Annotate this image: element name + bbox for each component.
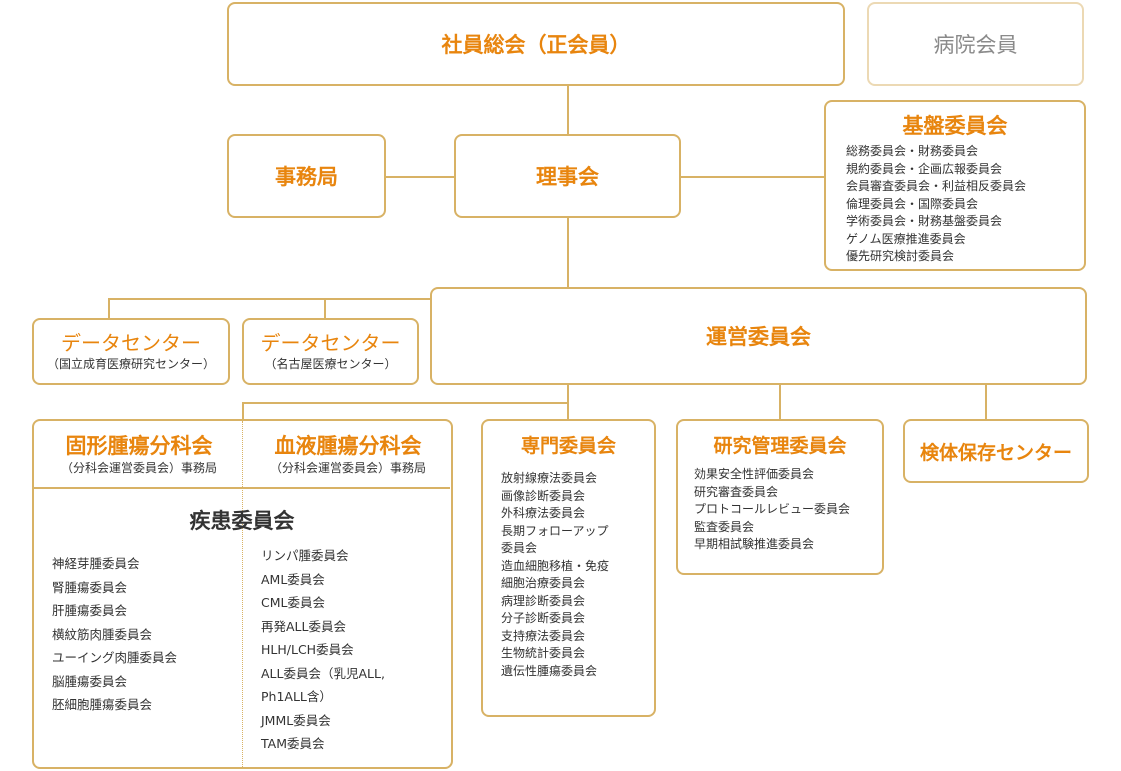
list-item: 横紋筋肉腫委員会 xyxy=(52,626,153,642)
research-management-list: 効果安全性評価委員会 研究審査委員会 プロトコールレビュー委員会 監査委員会 早… xyxy=(694,466,882,554)
foundation-committee-list: 総務委員会・財務委員会 規約委員会・企画広報委員会 会員審査委員会・利益相反委員… xyxy=(846,143,1084,266)
connector-research-vertical xyxy=(779,384,781,419)
list-item: 胚細胞腫瘍委員会 xyxy=(52,697,153,712)
list-item: 委員会 xyxy=(501,541,538,555)
list-item: 規約委員会・企画広報委員会 xyxy=(846,161,1003,176)
solid-tumor-header: 固形腫瘍分科会 （分科会運営委員会）事務局 xyxy=(34,421,244,487)
list-item: 学術委員会・財務基盤委員会 xyxy=(846,214,1003,228)
disease-right-list: リンパ腫委員会 AML委員会 CML委員会 再発ALL委員会 HLH/LCH委員… xyxy=(261,544,385,756)
list-item: 肝腫瘍委員会 xyxy=(52,603,128,618)
secretariat-label: 事務局 xyxy=(275,165,338,189)
list-item: JMML委員会 xyxy=(261,712,331,728)
list-item: 研究審査委員会 xyxy=(694,484,779,499)
connector-secretariat-board xyxy=(384,176,454,178)
list-item: TAM委員会 xyxy=(261,736,325,751)
list-item: ゲノム医療推進委員会 xyxy=(846,231,966,246)
steering-committee-box: 運営委員会 xyxy=(430,287,1087,385)
list-item: 支持療法委員会 xyxy=(501,628,586,643)
disease-dotted-divider xyxy=(242,421,243,767)
list-item: 早期相試験推進委員会 xyxy=(694,537,815,551)
connector-board-foundation xyxy=(681,176,824,178)
board-label: 理事会 xyxy=(536,165,599,189)
list-item: リンパ腫委員会 xyxy=(261,548,349,563)
list-item: 分子診断委員会 xyxy=(501,611,586,625)
steering-committee-label: 運営委員会 xyxy=(706,325,811,349)
connector-steering-down-bar xyxy=(242,402,569,404)
connector-assembly-board xyxy=(567,84,569,134)
specialty-committee-list: 放射線療法委員会 画像診断委員会 外科療法委員会 長期フォローアップ 委員会 造… xyxy=(501,470,654,680)
connector-biobank-vertical xyxy=(985,384,987,419)
list-item: 放射線療法委員会 xyxy=(501,471,598,485)
list-item: 病理診断委員会 xyxy=(501,593,586,608)
data-center-2-sub: （名古屋医療センター） xyxy=(264,357,397,371)
hospital-members-box: 病院会員 xyxy=(867,2,1084,86)
list-item: 生物統計委員会 xyxy=(501,646,586,660)
list-item: 再発ALL委員会 xyxy=(261,618,346,634)
connector-steering-down xyxy=(567,384,569,403)
list-item: 外科療法委員会 xyxy=(501,506,586,520)
data-center-1-title: データセンター xyxy=(61,331,201,355)
hematologic-tumor-sub: （分科会運営委員会）事務局 xyxy=(269,460,426,475)
data-center-2-box: データセンター （名古屋医療センター） xyxy=(242,318,419,385)
list-item: 細胞治療委員会 xyxy=(501,576,586,590)
list-item: 倫理委員会・国際委員会 xyxy=(846,196,979,211)
list-item: 造血細胞移植・免疫 xyxy=(501,558,610,573)
connector-datacenter1-vertical xyxy=(108,298,110,318)
secretariat-box: 事務局 xyxy=(227,134,386,218)
biobank-label: 検体保存センター xyxy=(919,441,1072,464)
subcommittee-box: 固形腫瘍分科会 （分科会運営委員会）事務局 血液腫瘍分科会 （分科会運営委員会）… xyxy=(32,419,453,769)
connector-specialty-vertical xyxy=(567,402,569,419)
connector-disease-vertical xyxy=(242,402,244,419)
foundation-committee-box: 基盤委員会 総務委員会・財務委員会 規約委員会・企画広報委員会 会員審査委員会・… xyxy=(824,100,1086,271)
connector-datacenter2-vertical xyxy=(324,298,326,318)
solid-tumor-title: 固形腫瘍分科会 xyxy=(65,433,213,458)
list-item: 腎腫瘍委員会 xyxy=(52,579,128,595)
research-management-title: 研究管理委員会 xyxy=(713,435,847,457)
solid-tumor-sub: （分科会運営委員会）事務局 xyxy=(60,460,217,475)
list-item: CML委員会 xyxy=(261,595,325,610)
specialty-committee-box: 専門委員会 放射線療法委員会 画像診断委員会 外科療法委員会 長期フォローアップ… xyxy=(481,419,656,717)
list-item: AML委員会 xyxy=(261,571,325,587)
research-management-box: 研究管理委員会 効果安全性評価委員会 研究審査委員会 プロトコールレビュー委員会… xyxy=(676,419,884,575)
list-item: 優先研究検討委員会 xyxy=(846,249,955,263)
connector-datacenter-horizontal xyxy=(108,298,431,300)
list-item: HLH/LCH委員会 xyxy=(261,642,354,657)
hospital-members-label: 病院会員 xyxy=(933,33,1018,57)
list-item: 画像診断委員会 xyxy=(501,488,586,503)
connector-board-steering xyxy=(567,218,569,288)
data-center-1-box: データセンター （国立成育医療研究センター） xyxy=(32,318,230,385)
specialty-committee-title: 専門委員会 xyxy=(520,435,616,457)
hematologic-tumor-header: 血液腫瘍分科会 （分科会運営委員会）事務局 xyxy=(244,421,452,487)
list-item: 効果安全性評価委員会 xyxy=(694,467,815,481)
disease-left-list: 神経芽腫委員会 腎腫瘍委員会 肝腫瘍委員会 横紋筋肉腫委員会 ユーイング肉腫委員… xyxy=(52,552,177,717)
list-item: 総務委員会・財務委員会 xyxy=(846,144,979,158)
list-item: ユーイング肉腫委員会 xyxy=(52,650,178,665)
disease-committee-title: 疾患委員会 xyxy=(189,509,295,533)
list-item: Ph1ALL含） xyxy=(261,689,332,704)
list-item: プロトコールレビュー委員会 xyxy=(694,502,851,516)
data-center-2-title: データセンター xyxy=(260,331,401,355)
list-item: 会員審査委員会・利益相反委員会 xyxy=(846,179,1027,193)
list-item: 脳腫瘍委員会 xyxy=(52,673,128,689)
list-item: 長期フォローアップ xyxy=(501,523,609,538)
board-box: 理事会 xyxy=(454,134,681,218)
list-item: ALL委員会（乳児ALL, xyxy=(261,665,385,681)
list-item: 神経芽腫委員会 xyxy=(52,556,140,571)
hematologic-tumor-title: 血液腫瘍分科会 xyxy=(274,433,422,458)
general-assembly-box: 社員総会（正会員） xyxy=(227,2,845,86)
biobank-box: 検体保存センター xyxy=(903,419,1089,483)
data-center-1-sub: （国立成育医療研究センター） xyxy=(46,357,215,371)
general-assembly-label: 社員総会（正会員） xyxy=(441,33,631,57)
foundation-committee-title: 基盤委員会 xyxy=(902,114,1008,138)
list-item: 遺伝性腫瘍委員会 xyxy=(501,663,598,678)
list-item: 監査委員会 xyxy=(694,519,755,534)
